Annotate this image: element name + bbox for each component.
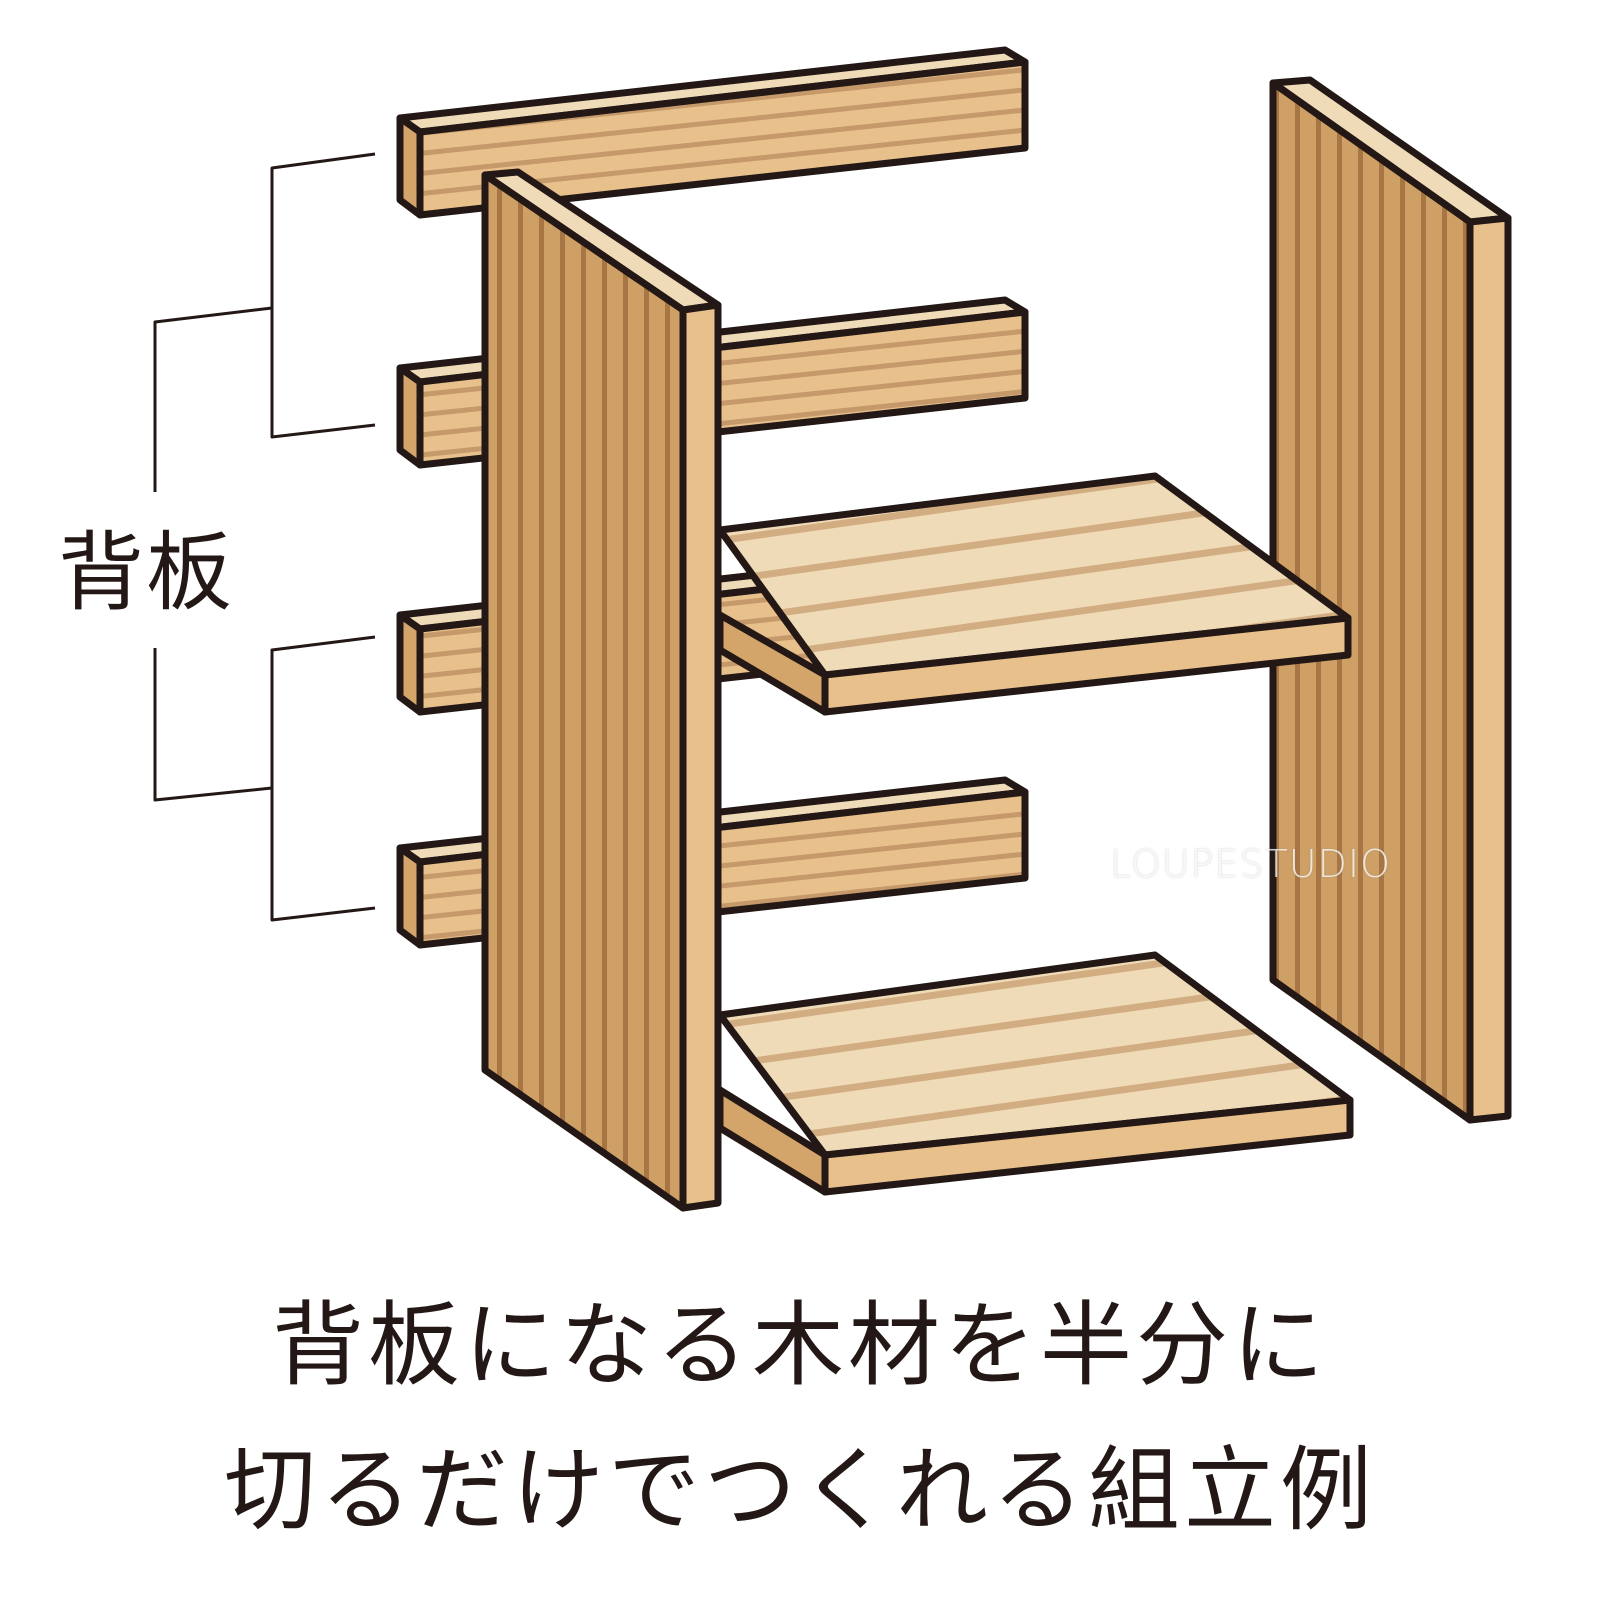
upper-shelf bbox=[716, 472, 1352, 716]
caption-line-2: 切るだけでつくれる組立例 bbox=[223, 1437, 1376, 1544]
backboard-callout-bracket bbox=[153, 152, 376, 922]
lower-shelf bbox=[716, 951, 1354, 1196]
backboard-label: 背板 bbox=[58, 523, 234, 623]
caption-line-1: 背板になる木材を半分に bbox=[271, 1292, 1328, 1399]
watermark: LOUPESTUDIO bbox=[1110, 842, 1391, 886]
back-board-1 bbox=[396, 46, 1029, 219]
left-side-panel bbox=[481, 168, 722, 1212]
right-side-panel bbox=[1269, 76, 1512, 1124]
